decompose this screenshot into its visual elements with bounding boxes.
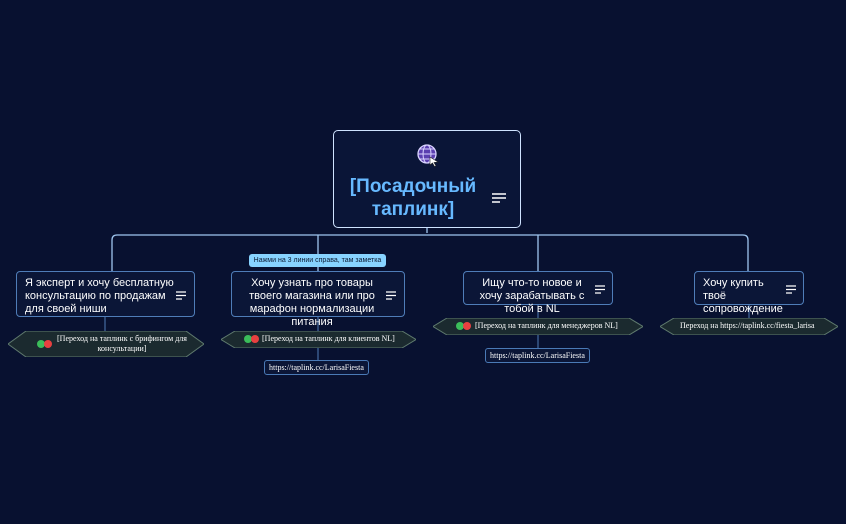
branch-text: Хочу купить твоё сопровождение [703,277,783,315]
action-label: [Переход на таплинк с брифингом для конс… [57,334,187,353]
branch-node-earn[interactable]: Ищу что-то новое и хочу зарабатывать с т… [463,271,613,315]
notes-menu-icon[interactable] [595,285,606,298]
status-green-icon [456,322,464,330]
notes-menu-icon[interactable] [786,285,797,298]
action-hex-support[interactable]: Переход на https://taplink.cc/fiesta_lar… [660,318,838,335]
branch-node-products[interactable]: Хочу узнать про товары твоего магазина и… [231,271,405,328]
status-red-icon [251,335,259,343]
status-red-icon [44,340,52,348]
root-node[interactable]: [Посадочный таплинк] [333,130,521,228]
taplink-link[interactable]: https://taplink.cc/LarisaFiesta [485,348,590,363]
action-hex-consultation[interactable]: [Переход на таплинк с брифингом для конс… [8,331,204,357]
taplink-link[interactable]: https://taplink.cc/LarisaFiesta [264,360,369,375]
action-label: [Переход на таплинк для клиентов NL] [262,334,395,343]
status-red-icon [463,322,471,330]
status-green-icon [37,340,45,348]
branch-node-support[interactable]: Хочу купить твоё сопровождение [694,271,804,315]
notes-menu-icon[interactable] [386,291,397,304]
action-hex-clients[interactable]: [Переход на таплинк для клиентов NL] [221,331,416,348]
status-green-icon [244,335,252,343]
branch-text: Хочу узнать про товары твоего магазина и… [249,277,375,328]
notes-menu-icon[interactable] [491,191,507,209]
globe-cursor-icon [416,143,440,172]
branch-node-expert[interactable]: Я эксперт и хочу бесплатную консультацию… [16,271,195,317]
action-label: [Переход на таплинк для менеджеров NL] [475,321,618,330]
action-hex-managers[interactable]: [Переход на таплинк для менеджеров NL] [433,318,643,335]
branch-text: Я эксперт и хочу бесплатную консультацию… [25,277,174,315]
note-tooltip: Нажми на 3 линии справа, там заметка [249,254,386,267]
root-title: [Посадочный таплинк] [349,176,477,220]
notes-menu-icon[interactable] [176,291,187,304]
branch-text: Ищу что-то новое и хочу зарабатывать с т… [479,277,585,315]
action-label: Переход на https://taplink.cc/fiesta_lar… [680,321,815,330]
